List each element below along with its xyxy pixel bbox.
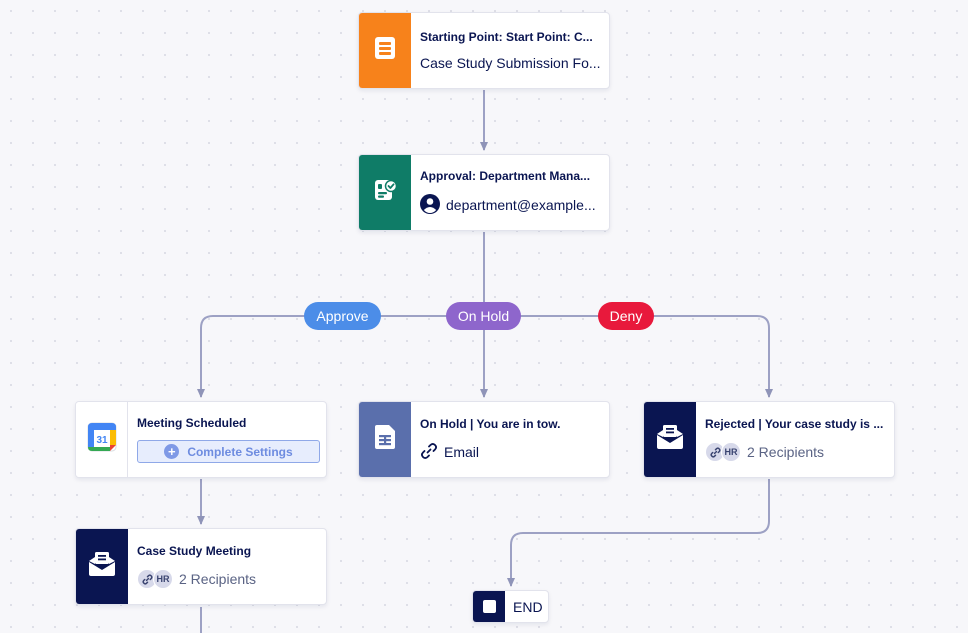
node-rejected-recipients-text: 2 Recipients — [747, 444, 825, 460]
branch-deny-pill[interactable]: Deny — [598, 302, 654, 330]
node-case-study-meeting[interactable]: Case Study Meeting HR 2 Recipients — [75, 528, 327, 605]
node-start-subtitle: Case Study Submission Fo... — [420, 55, 601, 71]
mail-icon — [88, 551, 116, 582]
calendar-day-text: 31 — [96, 435, 108, 446]
branch-deny-label: Deny — [609, 308, 643, 324]
branch-onhold-pill[interactable]: On Hold — [446, 302, 521, 330]
recipient-chips: HR — [705, 442, 741, 462]
node-rejected-title: Rejected | Your case study is ... — [705, 417, 884, 431]
node-meeting-title: Meeting Scheduled — [137, 416, 247, 430]
hr-chip: HR — [153, 569, 173, 589]
stop-icon — [482, 600, 496, 613]
node-start-subtitle-text: Case Study Submission Fo... — [420, 55, 601, 71]
node-onhold-subtitle-text: Email — [444, 444, 480, 460]
node-approval[interactable]: Approval: Department Mana... department@… — [358, 154, 610, 231]
node-rejected[interactable]: Rejected | Your case study is ... HR 2 R… — [643, 401, 895, 478]
branch-onhold-label: On Hold — [457, 308, 510, 324]
connector-approve — [197, 315, 484, 398]
mail-icon — [656, 424, 684, 455]
node-meeting-icon-box: 31 — [76, 402, 128, 477]
node-approval-icon-box — [359, 155, 411, 230]
branch-approve-pill[interactable]: Approve — [304, 302, 381, 330]
hr-chip: HR — [721, 442, 741, 462]
node-rejected-icon-box — [644, 402, 696, 477]
node-end[interactable]: END — [472, 590, 549, 623]
recipient-chips: HR — [137, 569, 173, 589]
node-approval-subtitle: department@example... — [420, 193, 601, 217]
sheet-icon — [374, 424, 396, 455]
node-casemeeting-title: Case Study Meeting — [137, 544, 252, 558]
node-casemeeting-icon-box — [76, 529, 128, 604]
plus-icon: + — [164, 444, 180, 459]
node-meeting-scheduled[interactable]: 31 Meeting Scheduled + Complete Settings — [75, 401, 327, 478]
google-calendar-icon: 31 — [87, 422, 117, 457]
node-casemeeting-recipients-text: 2 Recipients — [179, 571, 257, 587]
link-chip-icon — [137, 569, 157, 589]
node-approval-subtitle-text: department@example... — [446, 197, 596, 213]
complete-settings-label: Complete Settings — [187, 444, 293, 459]
node-rejected-recipients: HR 2 Recipients — [705, 442, 886, 462]
connector-rejected-end — [507, 479, 770, 587]
node-onhold-icon-box — [359, 402, 411, 477]
form-icon — [374, 36, 396, 65]
node-casemeeting-recipients: HR 2 Recipients — [137, 569, 318, 589]
node-onhold-title: On Hold | You are in tow. — [420, 416, 561, 431]
link-icon — [420, 442, 438, 463]
node-end-icon-box — [473, 591, 505, 622]
user-avatar-icon — [420, 193, 440, 217]
approval-icon — [373, 178, 398, 207]
node-start-title: Starting Point: Start Point: C... — [420, 30, 593, 44]
node-approval-title: Approval: Department Mana... — [420, 168, 591, 183]
branch-approve-label: Approve — [316, 308, 369, 324]
connector-deny — [484, 315, 773, 398]
node-onhold[interactable]: On Hold | You are in tow. Email — [358, 401, 610, 478]
node-start-icon-box — [359, 13, 411, 88]
node-onhold-subtitle: Email — [420, 442, 601, 463]
node-end-label: END — [513, 598, 543, 615]
node-start[interactable]: Starting Point: Start Point: C... Case S… — [358, 12, 610, 89]
complete-settings-button[interactable]: + Complete Settings — [137, 440, 320, 463]
